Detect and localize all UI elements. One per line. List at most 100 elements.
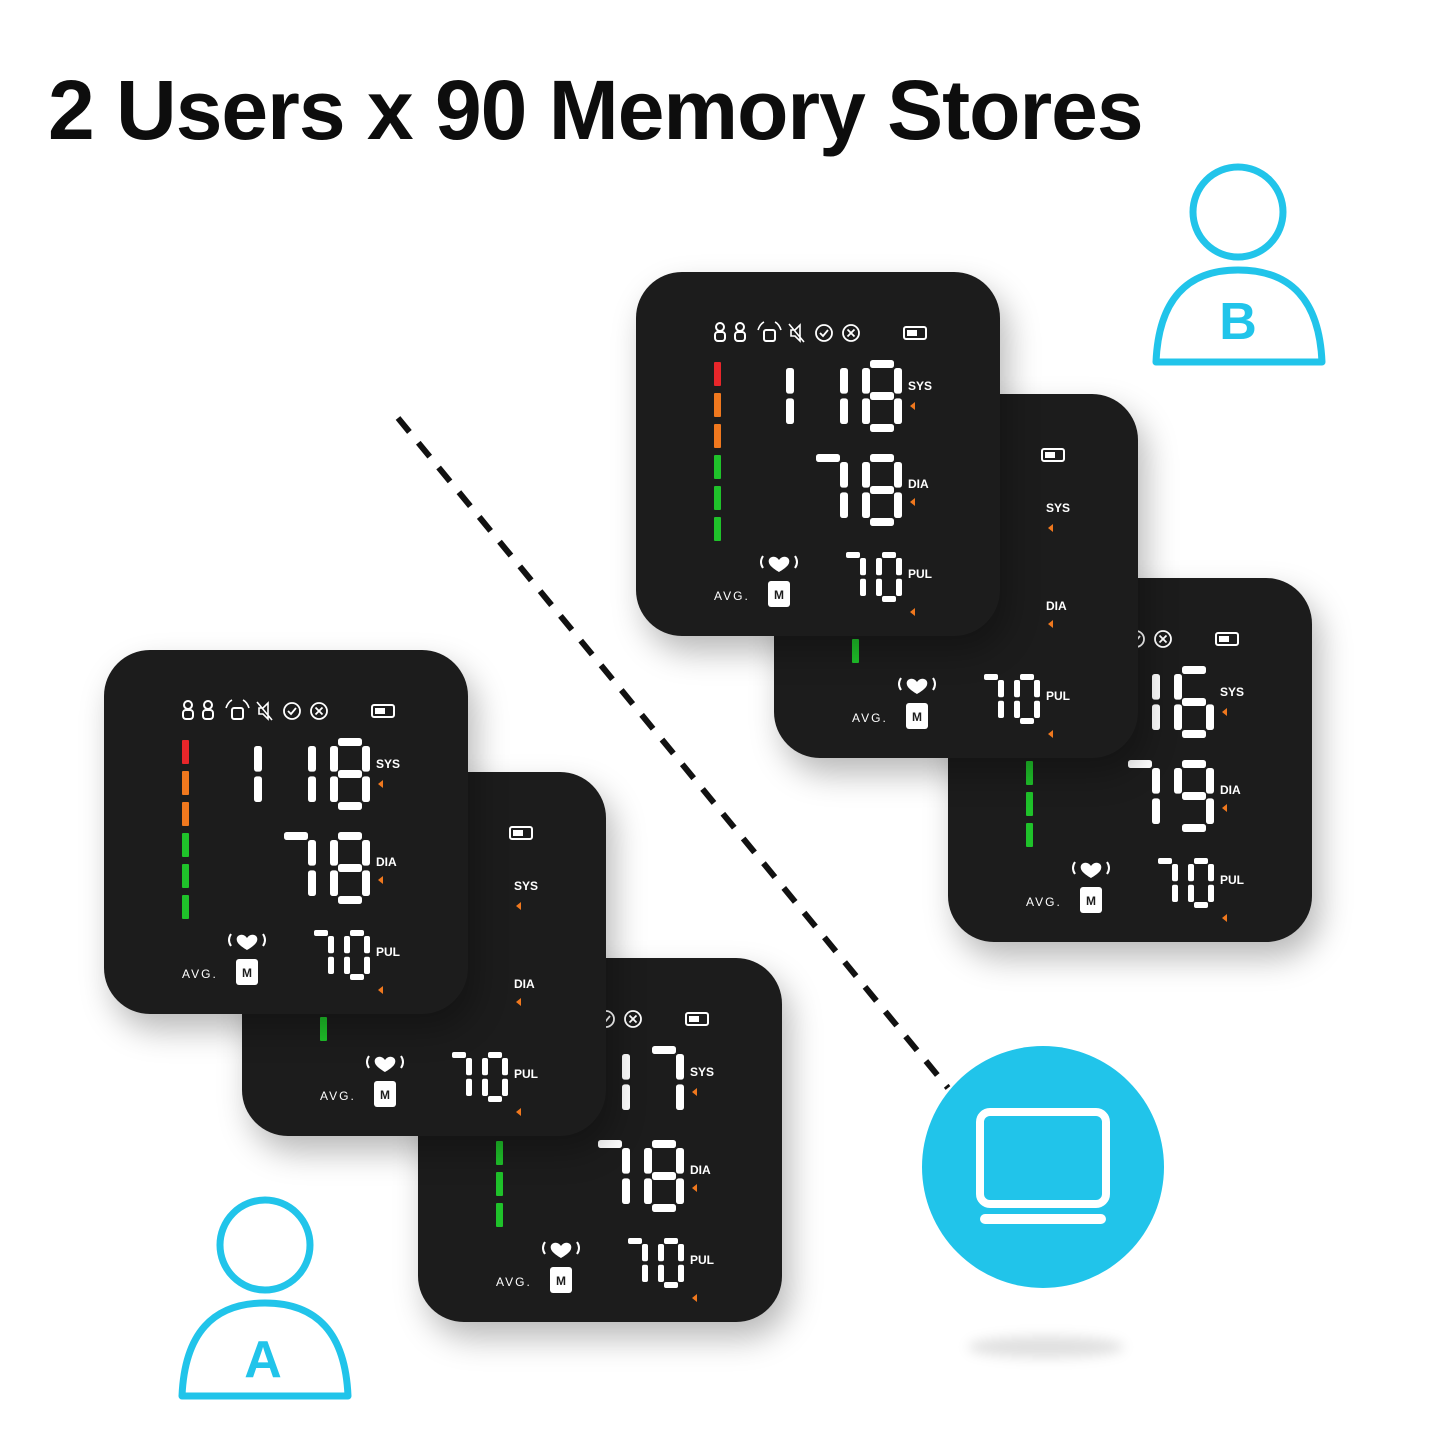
readings xyxy=(786,360,902,602)
sys-label: SYS xyxy=(376,757,400,771)
classification-bar xyxy=(714,362,721,541)
heart-icon xyxy=(898,677,936,694)
heart-icon xyxy=(366,1055,404,1072)
readings xyxy=(254,738,370,980)
diastolic-digit xyxy=(816,454,848,518)
systolic-digit xyxy=(622,1054,630,1110)
bar-segment xyxy=(182,895,189,919)
memory-label: M xyxy=(774,588,784,602)
user-b-badge: B xyxy=(1219,293,1257,351)
avg-label: AVG. xyxy=(320,1089,356,1103)
indicator-arrow xyxy=(692,1088,697,1096)
bar-segment xyxy=(1026,823,1033,847)
sys-label: SYS xyxy=(690,1065,714,1079)
bar-segment xyxy=(182,771,189,795)
memory-label: M xyxy=(242,966,252,980)
pul-label: PUL xyxy=(690,1253,714,1267)
bar-segment xyxy=(714,362,721,386)
avg-label: AVG. xyxy=(496,1275,532,1289)
diastolic-digit xyxy=(330,832,370,904)
heart-icon xyxy=(1072,861,1110,878)
systolic-digit xyxy=(652,1046,684,1110)
user-a-badge: A xyxy=(244,1331,282,1389)
memory-icon: M xyxy=(374,1081,396,1107)
battery-icon xyxy=(1215,632,1239,646)
diastolic-digit xyxy=(644,1140,684,1212)
dia-label: DIA xyxy=(690,1163,711,1177)
bar-segment xyxy=(714,486,721,510)
pulse-digit xyxy=(1158,858,1178,902)
pulse-digit xyxy=(482,1052,508,1102)
irregular-heartbeat-icon xyxy=(757,321,782,342)
memory-label: M xyxy=(1086,894,1096,908)
avg-label: AVG. xyxy=(852,711,888,725)
pulse-digit xyxy=(344,930,370,980)
pulse-digit xyxy=(452,1052,472,1096)
check-icon xyxy=(815,324,833,342)
dia-label: DIA xyxy=(908,477,929,491)
indicator-arrow xyxy=(1048,620,1053,628)
bar-segment xyxy=(182,740,189,764)
computer-shadow xyxy=(968,1336,1124,1358)
sys-label: SYS xyxy=(514,879,538,893)
readings xyxy=(984,674,1040,724)
bar-segment xyxy=(182,833,189,857)
diastolic-digit xyxy=(862,454,902,526)
indicator-arrow xyxy=(516,998,521,1006)
computer-button[interactable] xyxy=(922,1046,1164,1288)
indicator-arrow xyxy=(910,608,915,616)
indicator-arrow xyxy=(1048,524,1053,532)
pulse-digit xyxy=(876,552,902,602)
avg-label: AVG. xyxy=(714,589,750,603)
cancel-icon xyxy=(624,1010,642,1028)
cancel-icon xyxy=(310,702,328,720)
diastolic-digit xyxy=(1174,760,1214,832)
readings xyxy=(1128,666,1214,908)
systolic-digit xyxy=(840,368,848,424)
laptop-icon xyxy=(976,1108,1110,1224)
memory-icon: M xyxy=(768,581,790,607)
pul-label: PUL xyxy=(1046,689,1070,703)
pul-label: PUL xyxy=(908,567,932,581)
battery-icon xyxy=(903,326,927,340)
indicator-arrow xyxy=(910,402,915,410)
indicator-arrow xyxy=(516,1108,521,1116)
bar-segment xyxy=(714,517,721,541)
bar-segment xyxy=(714,424,721,448)
systolic-digit xyxy=(254,746,262,802)
dia-label: DIA xyxy=(376,855,397,869)
indicator-arrow xyxy=(1222,804,1227,812)
diastolic-digit xyxy=(1128,760,1160,824)
bar-segment xyxy=(182,864,189,888)
battery-icon xyxy=(685,1012,709,1026)
systolic-digit xyxy=(330,738,370,810)
heart-icon xyxy=(228,933,266,950)
indicator-arrow xyxy=(1222,914,1227,922)
user2-icon xyxy=(734,322,746,342)
bar-segment xyxy=(714,455,721,479)
systolic-digit xyxy=(786,368,794,424)
pul-label: PUL xyxy=(1220,873,1244,887)
battery-icon xyxy=(509,826,533,840)
systolic-digit xyxy=(308,746,316,802)
mute-icon xyxy=(788,323,805,343)
bar-segment xyxy=(496,1141,503,1165)
indicator-arrow xyxy=(692,1294,697,1302)
battery-icon xyxy=(371,704,395,718)
pulse-digit xyxy=(846,552,866,596)
memory-icon: M xyxy=(906,703,928,729)
bar-segment xyxy=(496,1172,503,1196)
pulse-digit xyxy=(314,930,334,974)
indicator-arrow xyxy=(378,780,383,788)
diastolic-digit xyxy=(284,832,316,896)
indicator-arrow xyxy=(1048,730,1053,738)
memory-icon: M xyxy=(550,1267,572,1293)
check-icon xyxy=(283,702,301,720)
bar-segment xyxy=(1026,792,1033,816)
memory-label: M xyxy=(556,1274,566,1288)
pulse-digit xyxy=(628,1238,648,1282)
bar-segment xyxy=(1026,761,1033,785)
irregular-heartbeat-icon xyxy=(225,699,250,720)
